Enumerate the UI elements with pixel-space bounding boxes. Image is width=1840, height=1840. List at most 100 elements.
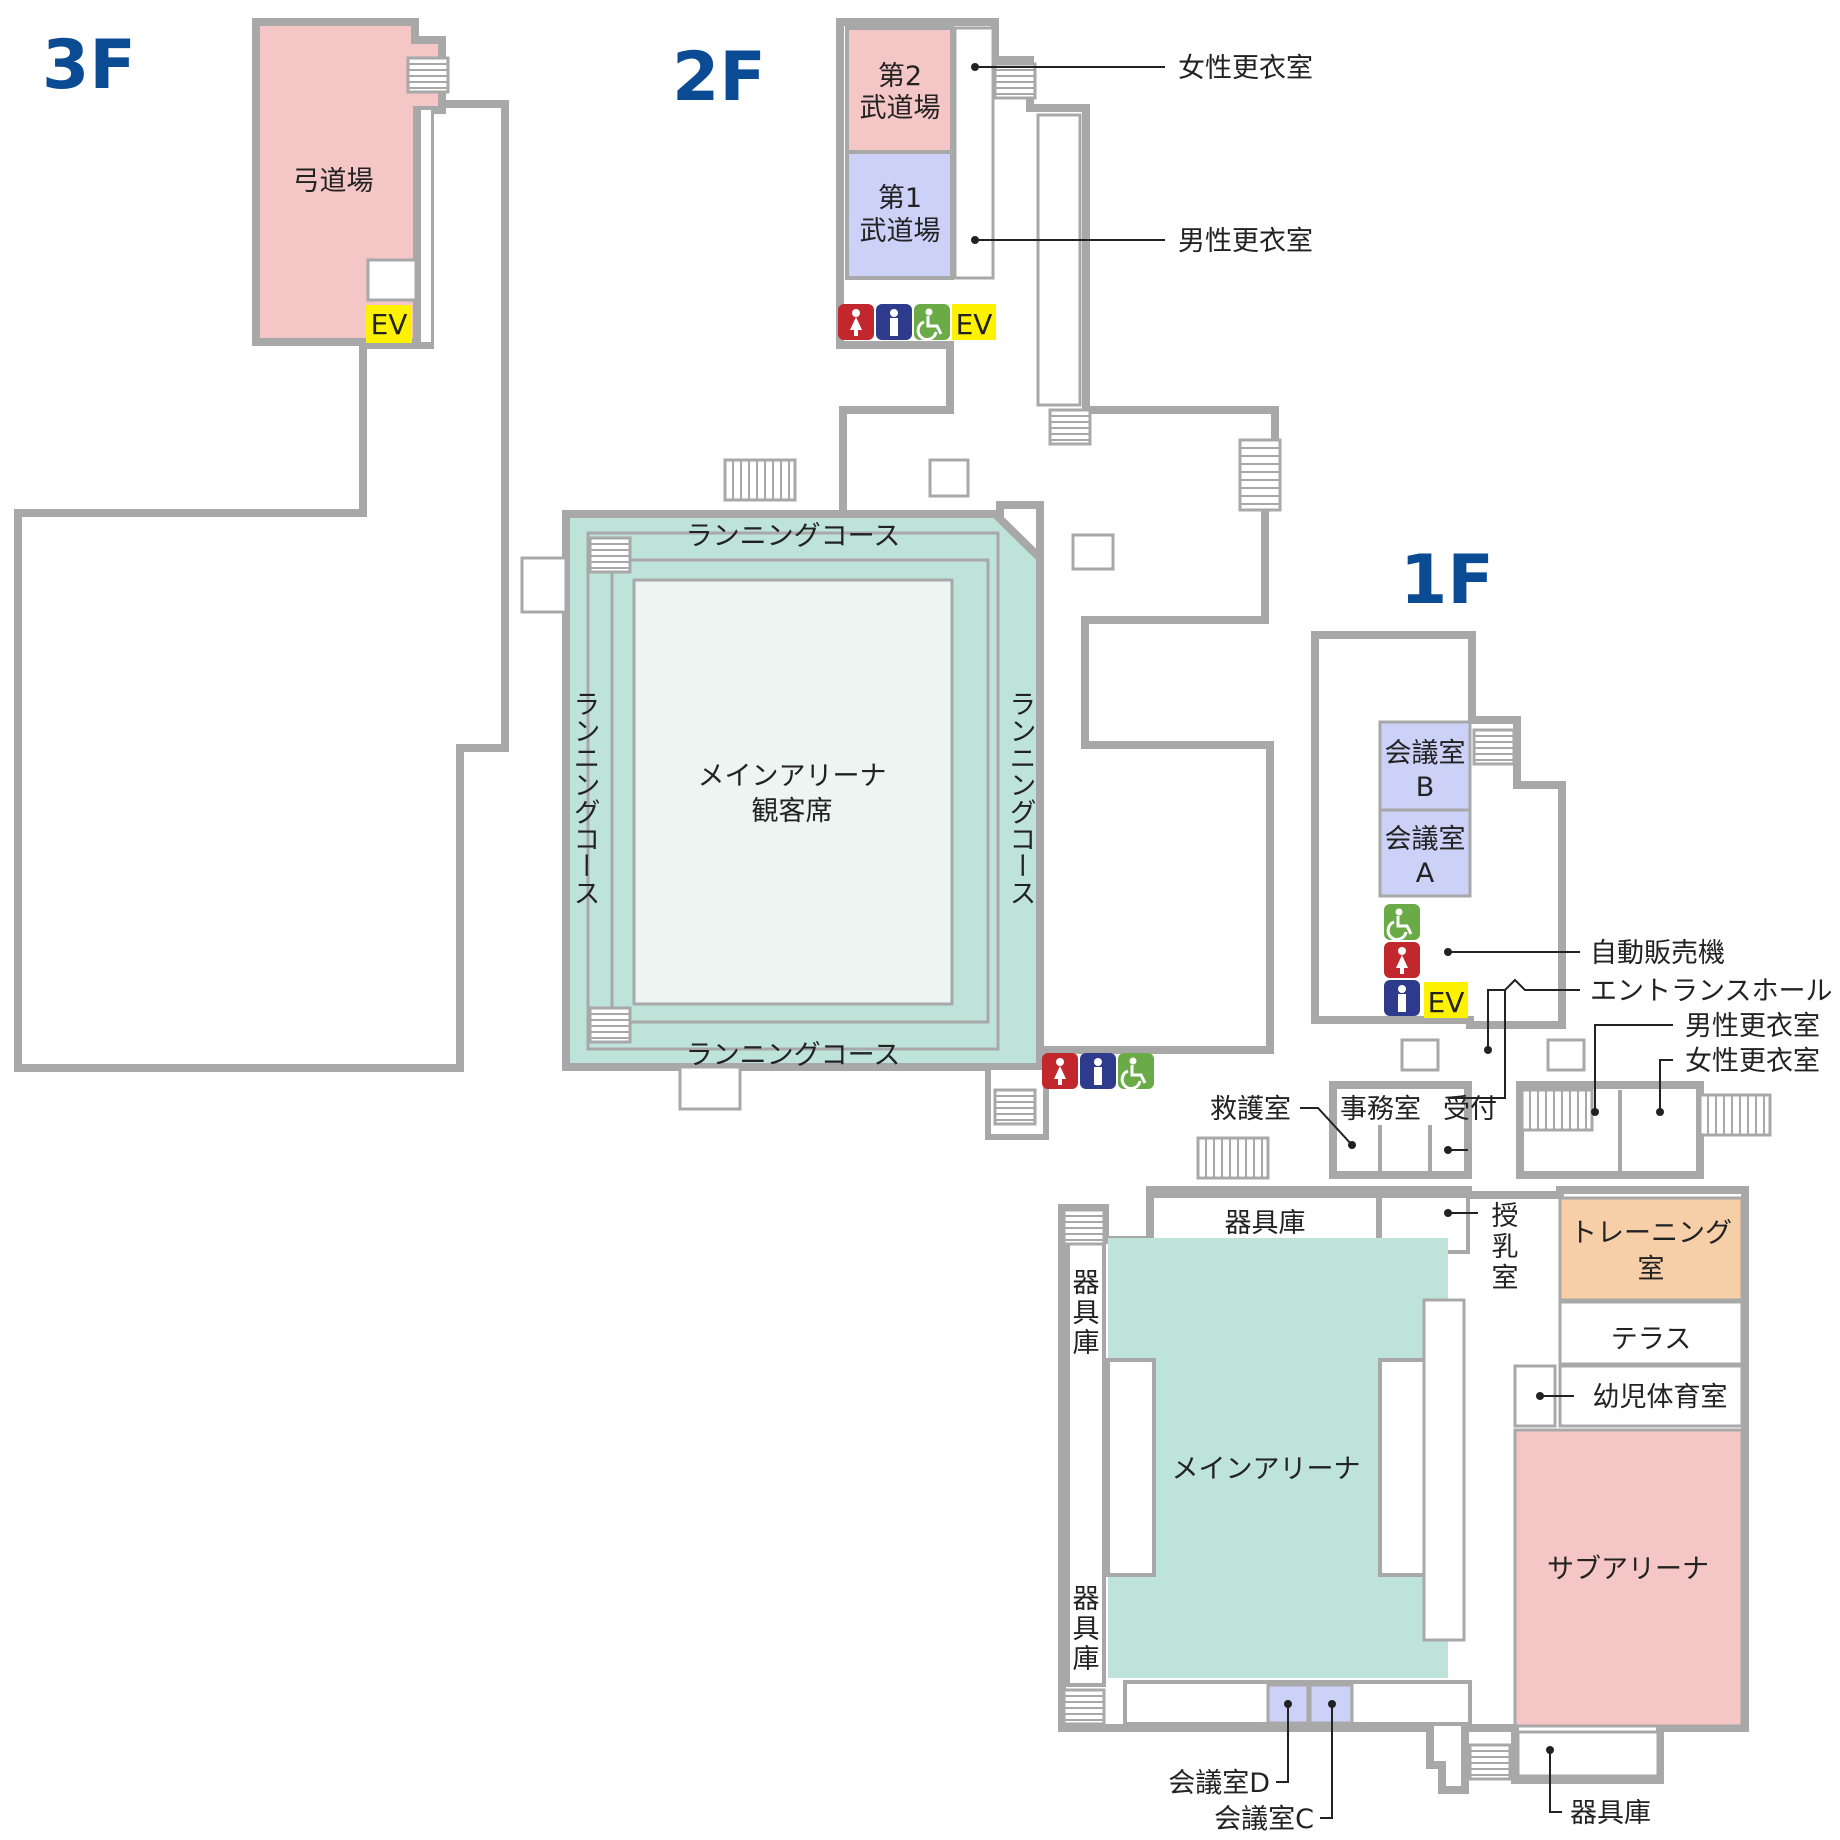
equipment-left-b-char1: 器	[1073, 1584, 1100, 1615]
running-course-bottom-label: ランニングコース	[686, 1040, 901, 1071]
budojo1-label-line2: 武道場	[860, 216, 941, 247]
equipment-left-a-char3: 庫	[1073, 1328, 1100, 1359]
budojo1-room	[845, 150, 954, 280]
stairs-icon	[588, 1006, 632, 1044]
sub-arena-room	[1513, 1428, 1744, 1728]
main-arena-label: メインアリーナ	[1172, 1454, 1361, 1485]
meeting-a-label-line1: 会議室	[1385, 824, 1466, 855]
sub-arena-label: サブアリーナ	[1547, 1554, 1709, 1585]
women-locker-1f-leader	[1659, 1059, 1673, 1112]
stairs-icon	[1062, 1208, 1106, 1246]
accessible-restroom-icon	[912, 302, 952, 342]
terrace-area	[1558, 1300, 1744, 1366]
stairs-icon	[1698, 1093, 1772, 1137]
men-restroom-icon	[1080, 1053, 1116, 1089]
stairs-icon	[588, 536, 632, 574]
stairs-icon	[993, 1088, 1037, 1126]
ev-3f	[366, 305, 412, 343]
first-aid-leader	[1300, 1107, 1353, 1146]
ev-label-2f: EV	[956, 308, 993, 341]
stairs-icon	[1048, 408, 1092, 446]
stairs-icon	[723, 458, 797, 502]
reception-marker	[1444, 1146, 1452, 1154]
budojo1-label-line1: 第1	[878, 183, 922, 214]
meeting-c-leader	[1320, 1704, 1333, 1819]
arena-seats-label-line1: メインアリーナ	[698, 761, 887, 792]
equipment-room-bottom	[1516, 1730, 1660, 1778]
ev-label-3f: EV	[371, 308, 408, 341]
kids-gym-room	[1558, 1364, 1744, 1428]
men-locker-1f-leader	[1594, 1024, 1673, 1112]
entrance-hall-leader	[1448, 978, 1580, 1099]
meeting-d-leader	[1276, 1704, 1289, 1783]
stairs-icon	[1520, 1088, 1594, 1132]
running-course-right-label: ランニングコース	[1005, 690, 1036, 906]
women-restroom-icon	[1042, 1053, 1078, 1089]
floor-2f-plan	[520, 18, 1282, 1140]
budojo2-label-line1: 第2	[878, 61, 922, 92]
running-course-top-label: ランニングコース	[686, 521, 901, 552]
kids-gym-label: 幼児体育室	[1593, 1382, 1728, 1413]
running-course-left-label: ランニングコース	[569, 690, 600, 906]
stairs-icon	[1468, 1743, 1512, 1781]
budojo2-room	[845, 26, 954, 154]
women-restroom-icon	[1384, 942, 1420, 978]
meeting-d-marker	[1284, 1700, 1292, 1708]
terrace-label: テラス	[1611, 1324, 1691, 1355]
office-label: 事務室	[1340, 1094, 1421, 1125]
meeting-b-label-line2: B	[1416, 772, 1435, 803]
stairs-icon	[993, 62, 1037, 100]
training-label-line2: 室	[1638, 1254, 1665, 1285]
men-locker-2f-label: 男性更衣室	[1178, 226, 1313, 257]
floor-label-2f: 2F	[672, 38, 766, 117]
floor-3f-plan	[14, 18, 509, 1072]
meeting-a-label-line2: A	[1416, 858, 1435, 889]
entrance-hall-label: エントランスホール	[1590, 976, 1832, 1007]
men-locker-1f-label: 男性更衣室	[1685, 1011, 1820, 1042]
ev-label-1f: EV	[1428, 986, 1465, 1019]
first-aid-label: 救護室	[1210, 1094, 1291, 1125]
entrance-hall-marker	[1484, 1046, 1492, 1054]
stairs-icon	[406, 56, 450, 94]
training-room	[1558, 1196, 1744, 1302]
meeting-c-marker	[1328, 1700, 1336, 1708]
nursing-label-line3: 室	[1492, 1263, 1519, 1294]
meeting-a-room	[1378, 808, 1472, 898]
women-locker-2f-label: 女性更衣室	[1178, 53, 1313, 84]
equipment-left-b-char2: 具	[1073, 1614, 1100, 1645]
women-locker-1f-label: 女性更衣室	[1685, 1046, 1820, 1077]
stairs-icon	[1472, 728, 1516, 766]
arena-seats-area	[632, 578, 954, 1006]
equipment-bottom-leader	[1549, 1750, 1562, 1813]
meeting-b-room	[1378, 720, 1472, 812]
meeting-b-label-line1: 会議室	[1385, 738, 1466, 769]
training-label-line1: トレーニング	[1570, 1218, 1732, 1249]
equipment-left-a-char1: 器	[1073, 1268, 1100, 1299]
men-restroom-icon	[876, 304, 912, 340]
equipment-bottom-label: 器具庫	[1570, 1798, 1651, 1829]
floor-1f-plan	[1058, 631, 1772, 1794]
ev-2f	[952, 304, 996, 340]
equipment-left-a-char2: 具	[1073, 1298, 1100, 1329]
stairs-icon	[1062, 1688, 1106, 1726]
stairs-icon	[1238, 438, 1282, 512]
kyudojo-label: 弓道場	[293, 166, 374, 197]
floor-label-1f: 1F	[1400, 541, 1494, 620]
nursing-label-line1: 授	[1492, 1201, 1519, 1232]
women-restroom-icon	[838, 304, 874, 340]
floor-label-3f: 3F	[42, 26, 136, 105]
men-restroom-icon	[1384, 980, 1420, 1016]
equipment-top-label: 器具庫	[1225, 1208, 1306, 1239]
nursing-label-line2: 乳	[1492, 1232, 1519, 1263]
first-aid-marker	[1348, 1141, 1356, 1149]
ev-1f	[1424, 982, 1468, 1018]
accessible-restroom-icon	[1382, 902, 1422, 942]
stairs-icon	[1196, 1136, 1270, 1180]
arena-seats-label-line2: 観客席	[752, 796, 833, 827]
accessible-restroom-icon	[1116, 1051, 1156, 1091]
meeting-d-label: 会議室D	[1168, 1768, 1270, 1799]
meeting-c-label: 会議室C	[1214, 1804, 1314, 1835]
vending-label: 自動販売機	[1590, 938, 1725, 969]
